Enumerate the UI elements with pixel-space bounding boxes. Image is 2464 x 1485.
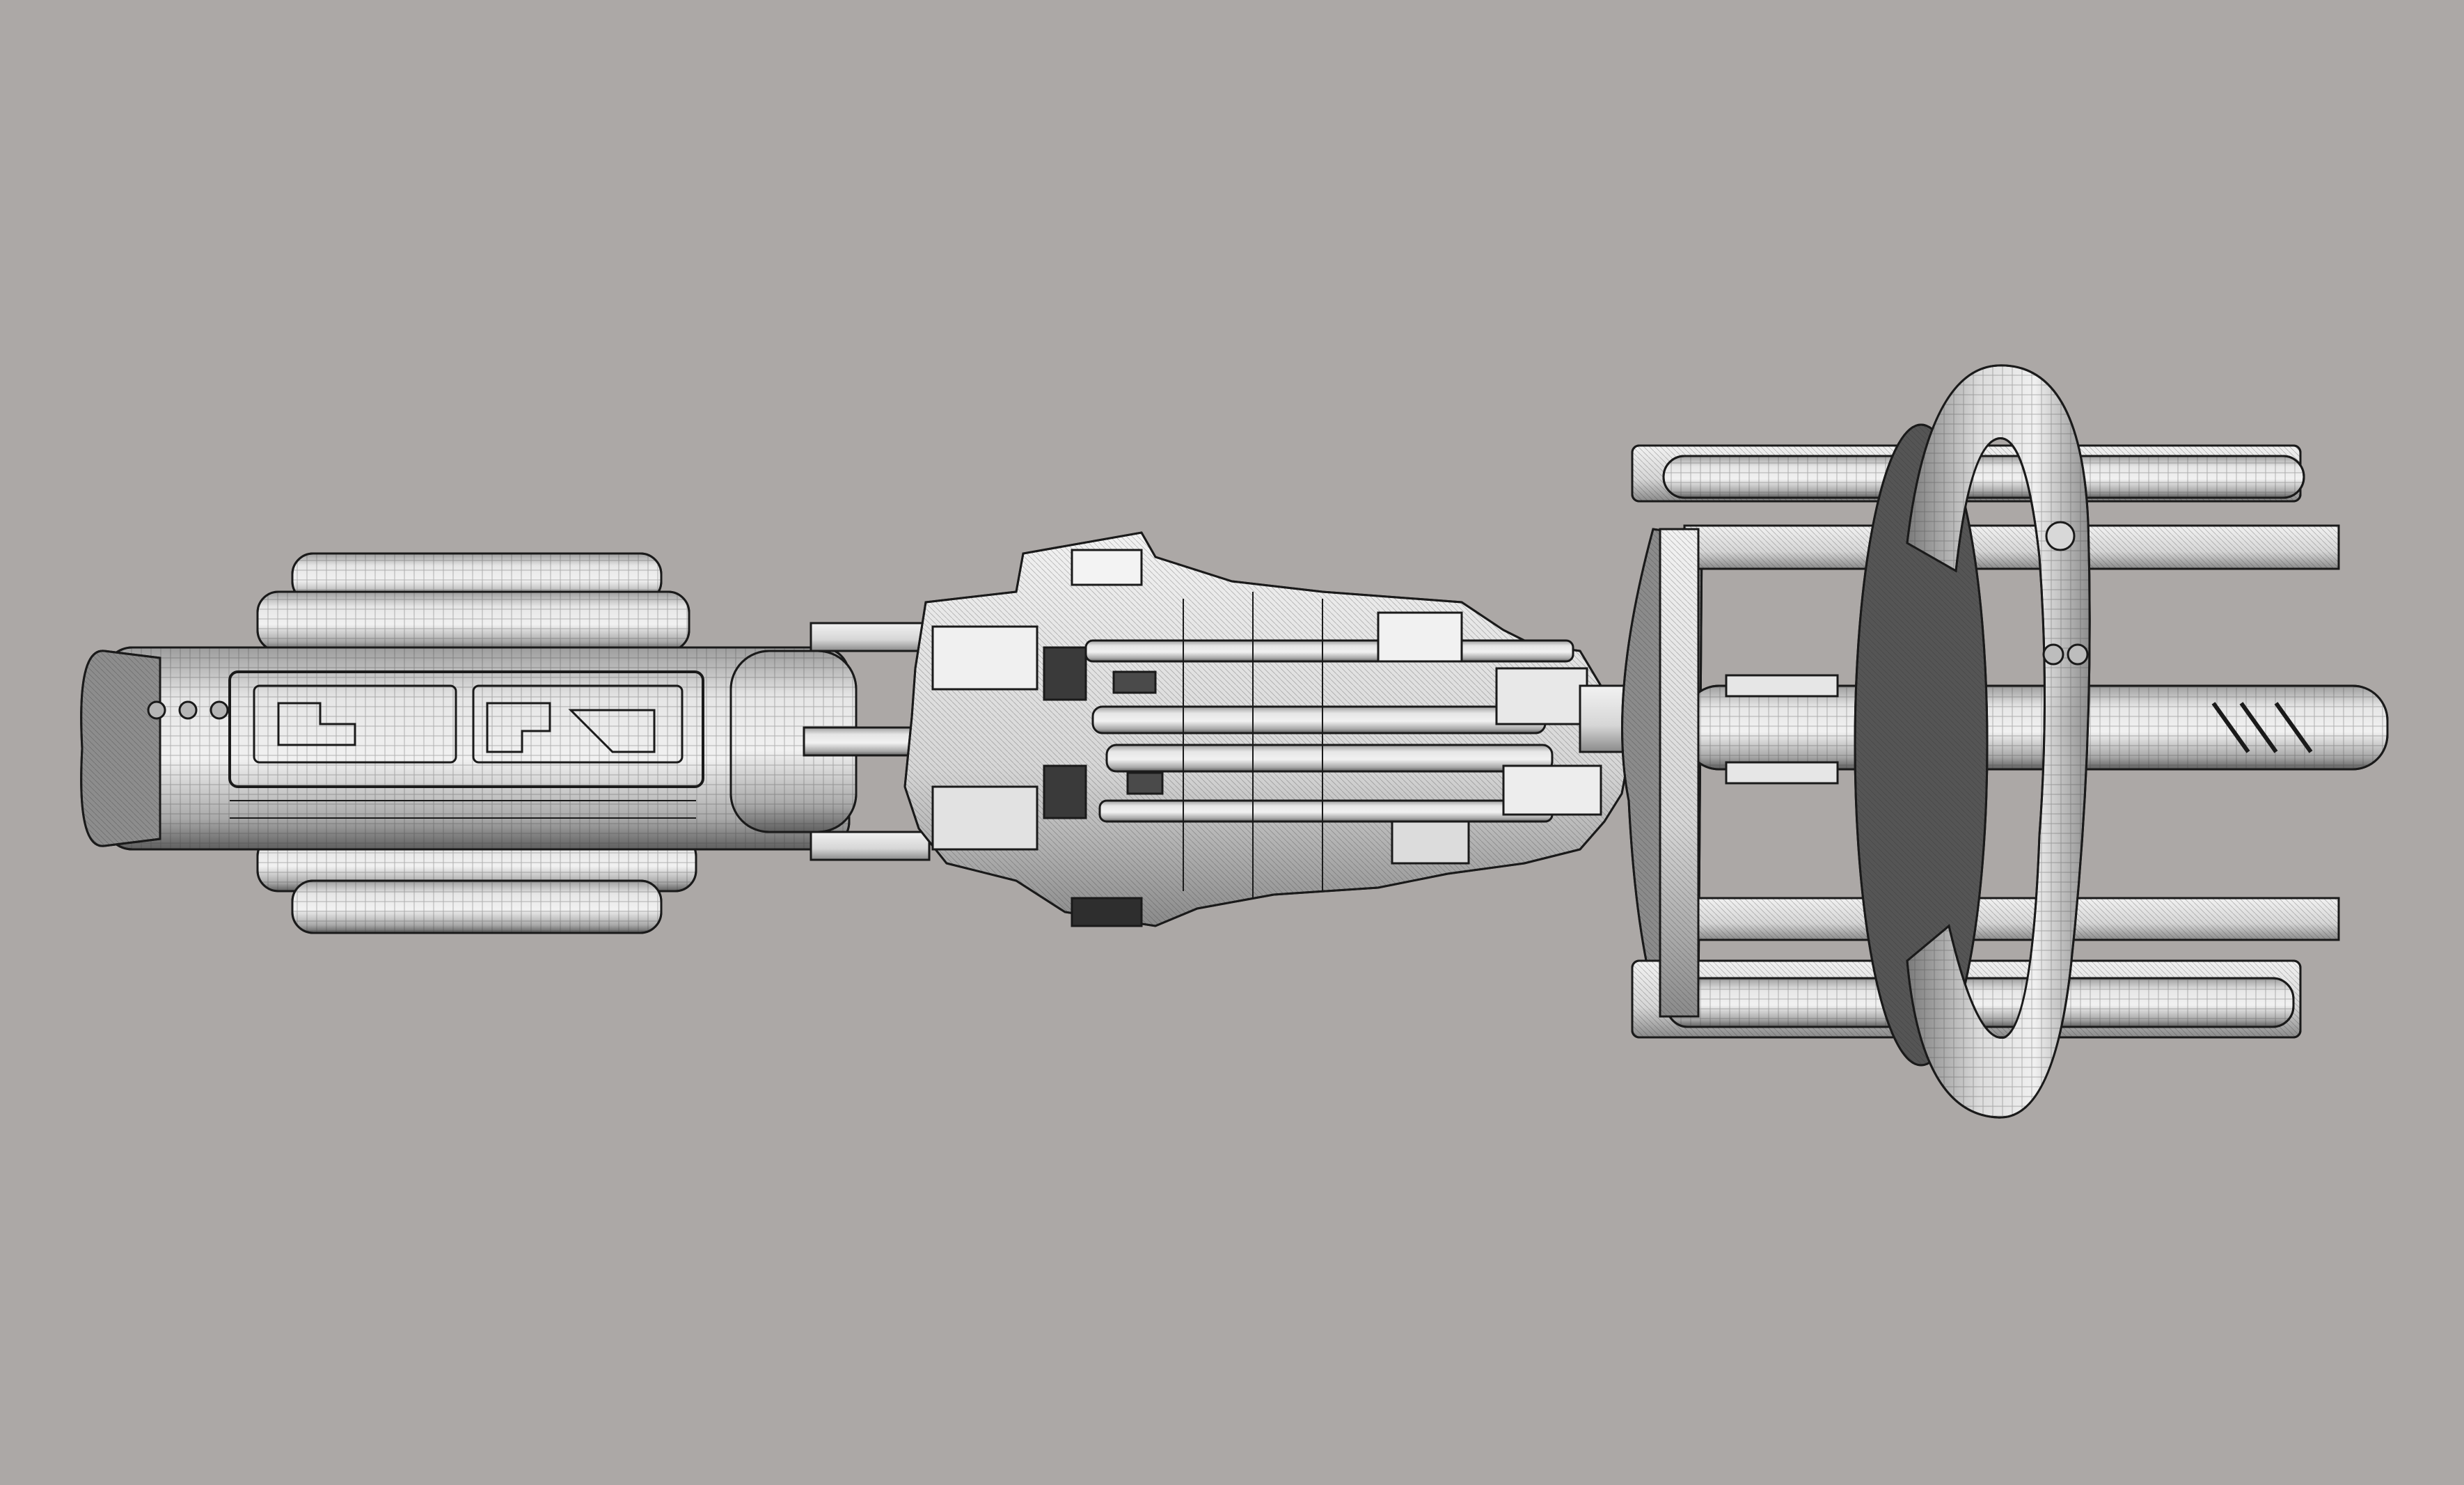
rear-engine-module	[80, 552, 858, 934]
forward-ring-module	[1621, 364, 2389, 1119]
mid-connector-module	[903, 531, 1634, 927]
